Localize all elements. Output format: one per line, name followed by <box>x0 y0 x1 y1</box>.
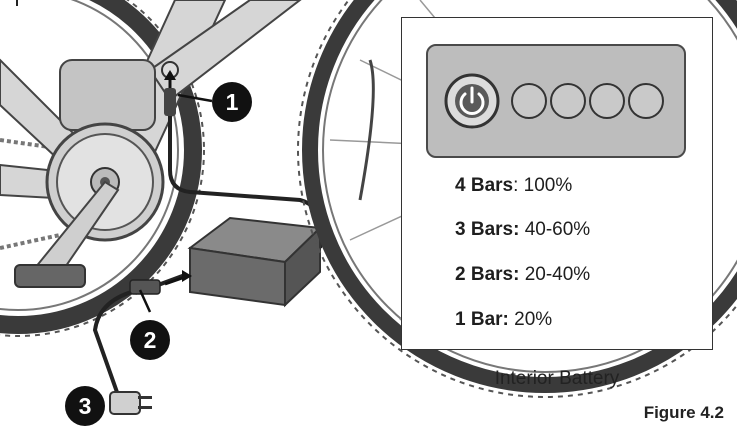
wall-plug <box>109 391 152 415</box>
indicator-lights <box>444 73 664 129</box>
level-separator: : <box>513 175 519 196</box>
callout-1-leader <box>177 93 213 103</box>
callout-1-badge: 1 <box>212 82 252 122</box>
ac-connector <box>129 279 161 295</box>
frame-edge <box>16 0 18 6</box>
level-value: 40-60% <box>519 219 591 240</box>
level-bars-label: 1 Bar: <box>455 309 509 330</box>
charger-brick <box>187 216 323 308</box>
charge-port <box>161 61 179 116</box>
level-value: 20% <box>508 309 553 330</box>
level-bars-label: 3 Bars: <box>455 219 520 240</box>
callout-3-badge: 3 <box>65 386 105 426</box>
level-value: 100% <box>518 175 573 196</box>
rear-wheel <box>0 0 205 337</box>
battery-light-1 <box>511 83 547 119</box>
power-icon <box>444 73 500 129</box>
level-row: 1 Bar: 20% <box>455 309 552 331</box>
level-value: 20-40% <box>519 264 591 285</box>
battery-light-4 <box>628 83 664 119</box>
battery-light-2 <box>550 83 586 119</box>
chainring <box>14 122 165 288</box>
figure-number: Figure 4.2 <box>643 403 724 422</box>
callout-2-badge: 2 <box>130 320 170 360</box>
level-bars-label: 4 Bars <box>455 175 514 196</box>
battery-light-3 <box>589 83 625 119</box>
interior-battery-caption: Interior Battery <box>494 368 620 389</box>
level-bars-label: 2 Bars: <box>455 264 520 285</box>
level-row: 4 Bars: 100% <box>455 175 572 197</box>
level-row: 3 Bars: 40-60% <box>455 219 590 241</box>
level-row: 2 Bars: 20-40% <box>455 264 590 286</box>
callout-2-leader <box>138 289 152 313</box>
battery-indicator-panel <box>426 44 686 158</box>
